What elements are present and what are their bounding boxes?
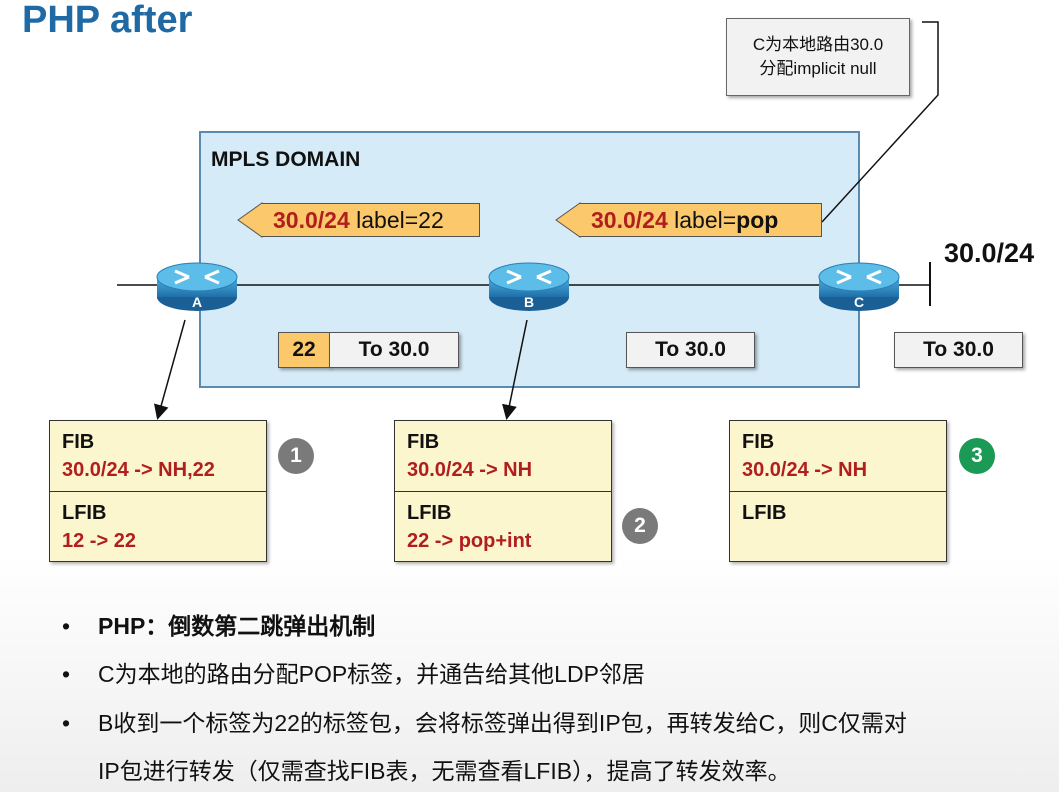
lfib-title: LFIB (62, 502, 107, 524)
bullet-text: C为本地的路由分配POP标签，并通告给其他LDP邻居 (98, 661, 645, 687)
destination-prefix: 30.0/24 (944, 238, 1035, 268)
step-1-badge: 1 (278, 438, 314, 474)
router-a-icon: A (156, 262, 238, 311)
advert-right-prefix: 30.0/24 (591, 206, 668, 233)
packet-a-label: 22 (278, 332, 330, 368)
lfib-entry: 12 -> 22 (62, 530, 136, 552)
bullet-text: PHP：倒数第二跳弹出机制 (98, 613, 376, 639)
lfib-title: LFIB (407, 502, 452, 524)
router-b-label: B (524, 294, 534, 310)
router-b-table-arrow (502, 319, 528, 420)
fib-title: FIB (62, 431, 95, 453)
router-b-icon: B (488, 262, 570, 311)
router-a-label: A (192, 294, 202, 310)
fib-entry: 30.0/24 -> NH (742, 459, 868, 481)
callout-leader-line (821, 21, 939, 223)
fib-entry: 30.0/24 -> NH (407, 459, 533, 481)
router-c-label: C (854, 294, 864, 310)
packet-b-payload: To 30.0 (626, 332, 755, 368)
domain-label: MPLS DOMAIN (211, 148, 361, 171)
router-b-table: FIB 30.0/24 -> NH LFIB 22 -> pop+int (394, 420, 612, 562)
packet-c-payload: To 30.0 (894, 332, 1023, 368)
router-c-table: FIB 30.0/24 -> NH LFIB (729, 420, 947, 562)
router-a-table: FIB 30.0/24 -> NH,22 LFIB 12 -> 22 (49, 420, 267, 562)
fib-title: FIB (407, 431, 440, 453)
advert-left-prefix: 30.0/24 (273, 206, 350, 233)
callout-line1: C为本地路由30.0 (752, 35, 884, 54)
page-title: PHP after (22, 0, 193, 41)
lfib-title: LFIB (742, 502, 787, 524)
advert-right-label: 30.0/24 label=pop (579, 203, 822, 237)
router-a-table-arrow (153, 319, 186, 420)
callout-line2: 分配implicit null (759, 59, 877, 78)
bullet-item: •B收到一个标签为22的标签包，会将标签弹出得到IP包，再转发给C，则C仅需对 (62, 710, 907, 736)
lfib-entry: 22 -> pop+int (407, 530, 532, 552)
bullet-continuation: IP包进行转发（仅需查找FIB表，无需查看LFIB），提高了转发效率。 (98, 752, 791, 786)
advert-right-text: label= (667, 206, 737, 233)
fib-title: FIB (742, 431, 775, 453)
step-3-badge: 3 (959, 438, 995, 474)
step-2-badge: 2 (622, 508, 658, 544)
bullet-item: •C为本地的路由分配POP标签，并通告给其他LDP邻居 (62, 661, 645, 687)
callout-note: C为本地路由30.0 分配implicit null (726, 18, 910, 96)
advert-left-label: 30.0/24 label=22 (261, 203, 480, 237)
router-c-icon: C (818, 262, 900, 311)
bullet-text: B收到一个标签为22的标签包，会将标签弹出得到IP包，再转发给C，则C仅需对 (98, 710, 907, 736)
advert-left-text: label=22 (349, 206, 444, 233)
fib-entry: 30.0/24 -> NH,22 (62, 459, 215, 481)
packet-a-payload: To 30.0 (329, 332, 459, 368)
advert-left-arrowhead (237, 202, 263, 238)
bullet-text: IP包进行转发（仅需查找FIB表，无需查看LFIB），提高了转发效率。 (98, 758, 791, 784)
bullet-item: •PHP：倒数第二跳弹出机制 (62, 613, 376, 639)
advert-right-arrowhead (555, 202, 581, 238)
advert-right-pop: pop (736, 206, 779, 233)
